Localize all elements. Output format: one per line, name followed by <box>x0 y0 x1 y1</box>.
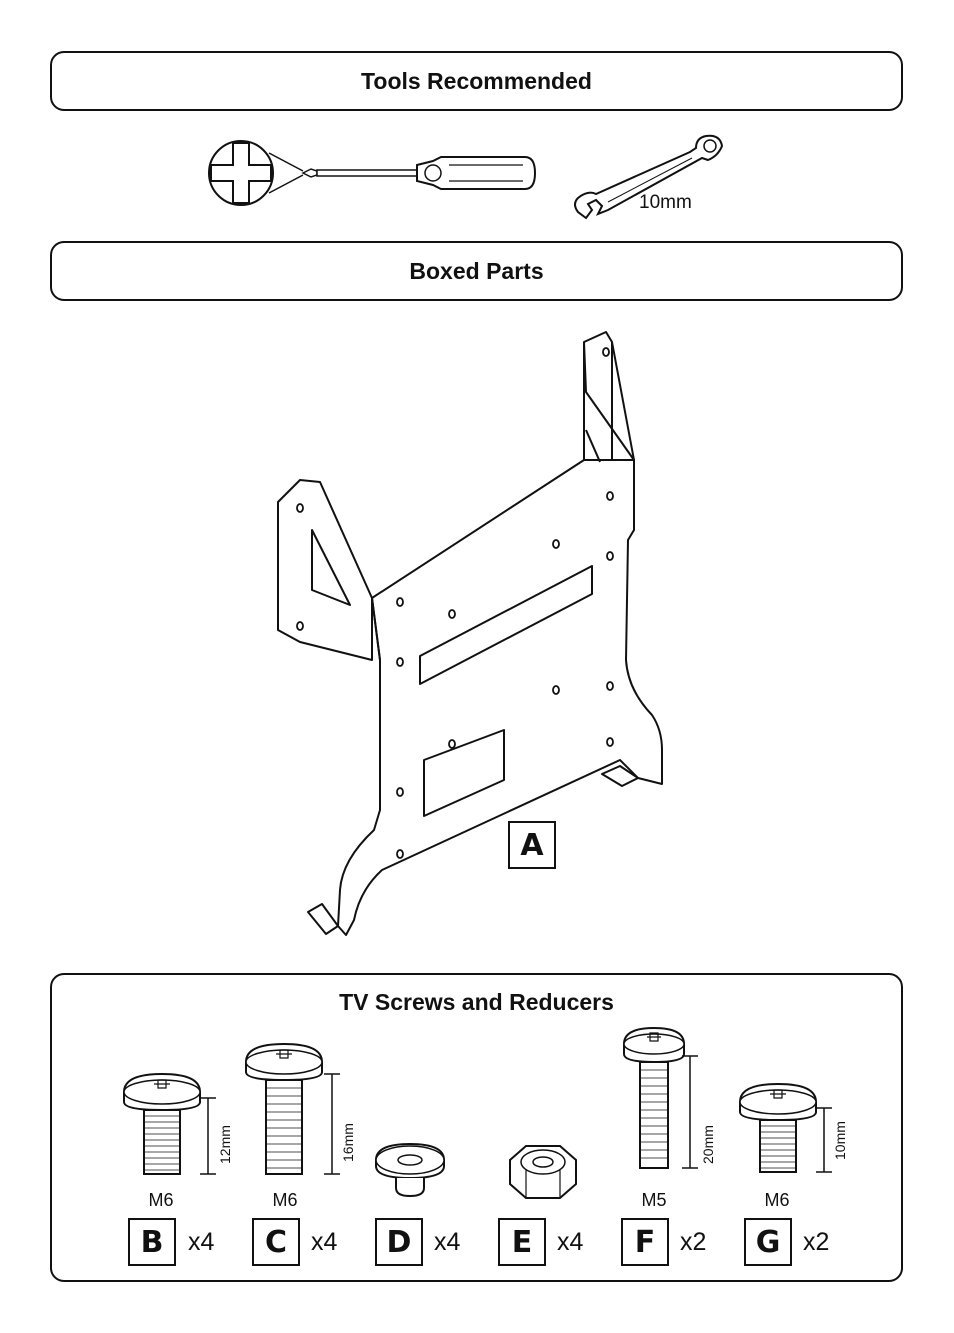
nut-e-icon <box>509 1145 577 1199</box>
screw-g-icon <box>739 1082 832 1173</box>
bracket-a-drawing <box>277 331 663 936</box>
screw-f-icon <box>623 1026 698 1169</box>
screw-g-size: M6 <box>764 1190 790 1210</box>
tv-screws-title: TV Screws and Reducers <box>339 989 614 1015</box>
tools-recommended-banner: Tools Recommended <box>50 51 903 111</box>
tv-screws-panel: TV Screws and Reducers <box>50 973 903 1282</box>
part-qty-d: x4 <box>434 1228 461 1256</box>
boxed-parts-title: Boxed Parts <box>409 257 544 284</box>
screw-b-size: M6 <box>148 1190 174 1210</box>
screw-b-icon <box>123 1072 216 1175</box>
washer-d-icon <box>375 1142 445 1198</box>
boxed-parts-banner: Boxed Parts <box>50 241 903 301</box>
screw-c-size: M6 <box>272 1190 298 1210</box>
screw-b-length: 12mm <box>217 1125 233 1164</box>
screw-c-length: 16mm <box>340 1123 356 1162</box>
screw-g-length: 10mm <box>832 1121 848 1160</box>
part-qty-b: x4 <box>188 1228 215 1256</box>
wrench-size-label: 10mm <box>639 192 692 213</box>
part-qty-e: x4 <box>557 1228 584 1256</box>
screw-f-length: 20mm <box>700 1125 716 1164</box>
screwdriver-icon <box>208 140 537 206</box>
part-qty-f: x2 <box>680 1228 707 1256</box>
part-label-a: A <box>508 821 556 869</box>
part-label-f: F <box>621 1218 669 1266</box>
part-label-c: C <box>252 1218 300 1266</box>
part-label-d: D <box>375 1218 423 1266</box>
screw-f-size: M5 <box>641 1190 667 1210</box>
part-qty-g: x2 <box>803 1228 830 1256</box>
part-label-b: B <box>128 1218 176 1266</box>
part-label-g: G <box>744 1218 792 1266</box>
tools-recommended-title: Tools Recommended <box>361 67 592 94</box>
part-label-e: E <box>498 1218 546 1266</box>
screw-c-icon <box>245 1042 340 1175</box>
part-qty-c: x4 <box>311 1228 338 1256</box>
wrench-icon <box>574 134 724 220</box>
